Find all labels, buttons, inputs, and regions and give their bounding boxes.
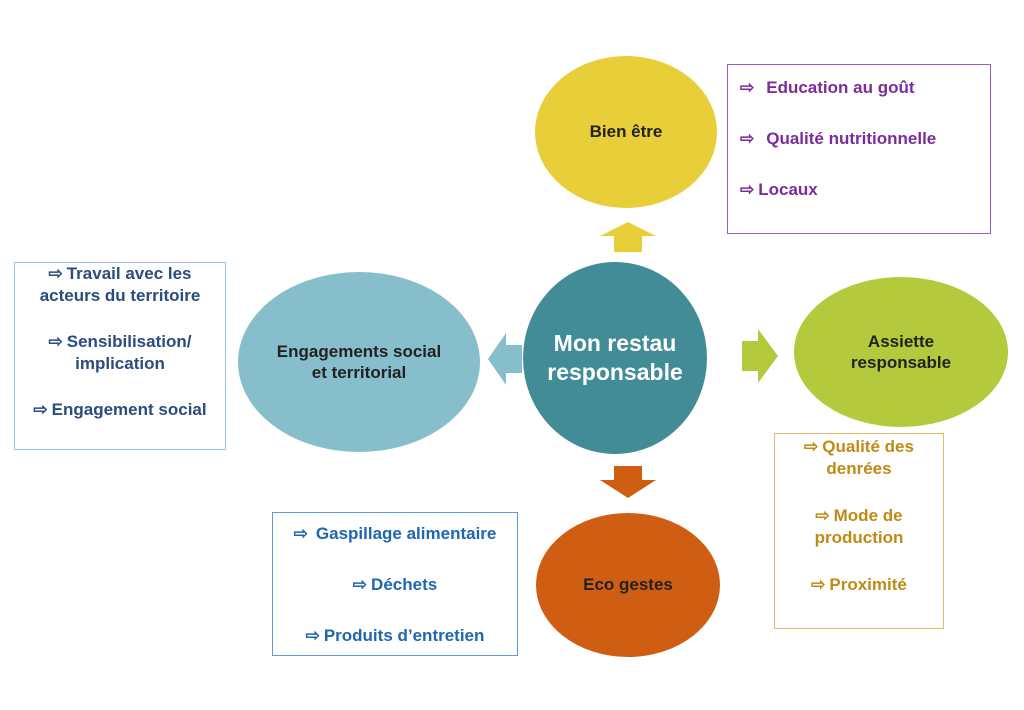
bien-etre-item: ⇨Qualité nutritionnelle [740,129,937,149]
engagements-item: ⇨Engagement social [33,400,207,420]
eco-node: Eco gestes [536,513,720,657]
center-label: Mon restau responsable [547,330,683,385]
eco-item: ⇨Gaspillage alimentaire [293,524,497,543]
arrow-down-to-eco [600,466,656,498]
bien-etre-item: ⇨Education au goût [740,78,915,97]
bien-etre-label: Bien être [589,122,663,142]
eco-label: Eco gestes [583,575,673,595]
arrow-icon: ⇨ [305,626,320,646]
bien-etre-node: Bien être [535,56,717,208]
engagements-item: ⇨Travail avec les acteurs du territoire [39,264,201,306]
eco-item: ⇨Déchets [352,575,438,595]
bien-etre-box: ⇨Education au goût ⇨Qualité nutritionnel… [727,64,991,234]
engagements-node: Engagements social et territorial [238,272,480,452]
arrow-up-to-bien-etre [600,222,656,252]
arrow-icon: ⇨ [740,180,755,200]
arrow-icon: ⇨ [815,506,830,526]
eco-box: ⇨Gaspillage alimentaire ⇨Déchets ⇨Produi… [272,512,518,656]
arrow-right-to-assiette [742,329,778,383]
arrow-icon: ⇨ [811,575,826,595]
arrow-icon: ⇨ [293,524,308,543]
arrow-icon: ⇨ [48,332,63,352]
arrow-icon: ⇨ [740,78,755,97]
assiette-box: ⇨Qualité des denrées ⇨Mode de production… [774,433,944,629]
assiette-label: Assiette responsable [850,331,952,372]
arrow-icon: ⇨ [804,437,819,456]
eco-item: ⇨Produits d’entretien [305,626,485,646]
arrow-icon: ⇨ [352,575,368,595]
arrow-icon: ⇨ [33,400,48,420]
arrow-icon: ⇨ [48,264,63,283]
assiette-item: ⇨Qualité des denrées [804,437,914,479]
engagements-item: ⇨Sensibilisation/ implication [48,332,192,374]
assiette-item: ⇨Proximité [811,575,907,595]
arrow-left-to-engagements [488,333,522,385]
bien-etre-item: ⇨Locaux [740,180,818,200]
arrow-icon: ⇨ [740,129,755,149]
assiette-node: Assiette responsable [794,277,1008,427]
engagements-label: Engagements social et territorial [276,341,442,382]
center-node: Mon restau responsable [523,262,707,454]
assiette-item: ⇨Mode de production [814,506,904,548]
engagements-box: ⇨Travail avec les acteurs du territoire … [14,262,226,450]
